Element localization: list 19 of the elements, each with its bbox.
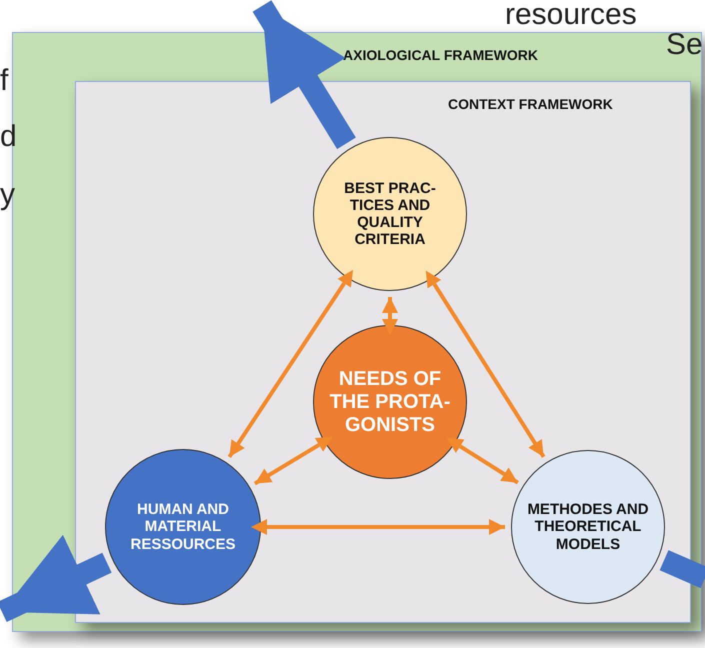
double-arrow xyxy=(426,270,546,458)
framework-panel xyxy=(75,81,691,623)
node-label: HUMAN AND MATERIAL RESSOURCES xyxy=(129,501,237,553)
double-arrow xyxy=(446,438,519,484)
slide-text-fragment: f xyxy=(0,66,8,96)
double-arrow xyxy=(382,297,398,335)
node-label: BEST PRAC- TICES AND QUALITY CRITERIA xyxy=(343,180,437,248)
slide-text-fragment: d xyxy=(0,122,17,152)
double-arrow xyxy=(254,436,333,486)
arrow xyxy=(0,534,112,622)
double-arrow xyxy=(251,519,505,535)
panel-title: CONTEXT FRAMEWORK xyxy=(448,96,613,112)
node-label: METHODES AND THEORETICAL MODELS xyxy=(526,501,650,553)
panel-title: AXIOLOGICAL FRAMEWORK xyxy=(343,47,538,63)
slide-text-fragment: y xyxy=(0,180,15,210)
double-arrow xyxy=(228,270,354,458)
slide-text-fragment: Se xyxy=(666,30,703,60)
slide-text-fragment: resources xyxy=(505,0,637,30)
node-label: NEEDS OF THE PROTA- GONISTS xyxy=(328,368,452,436)
